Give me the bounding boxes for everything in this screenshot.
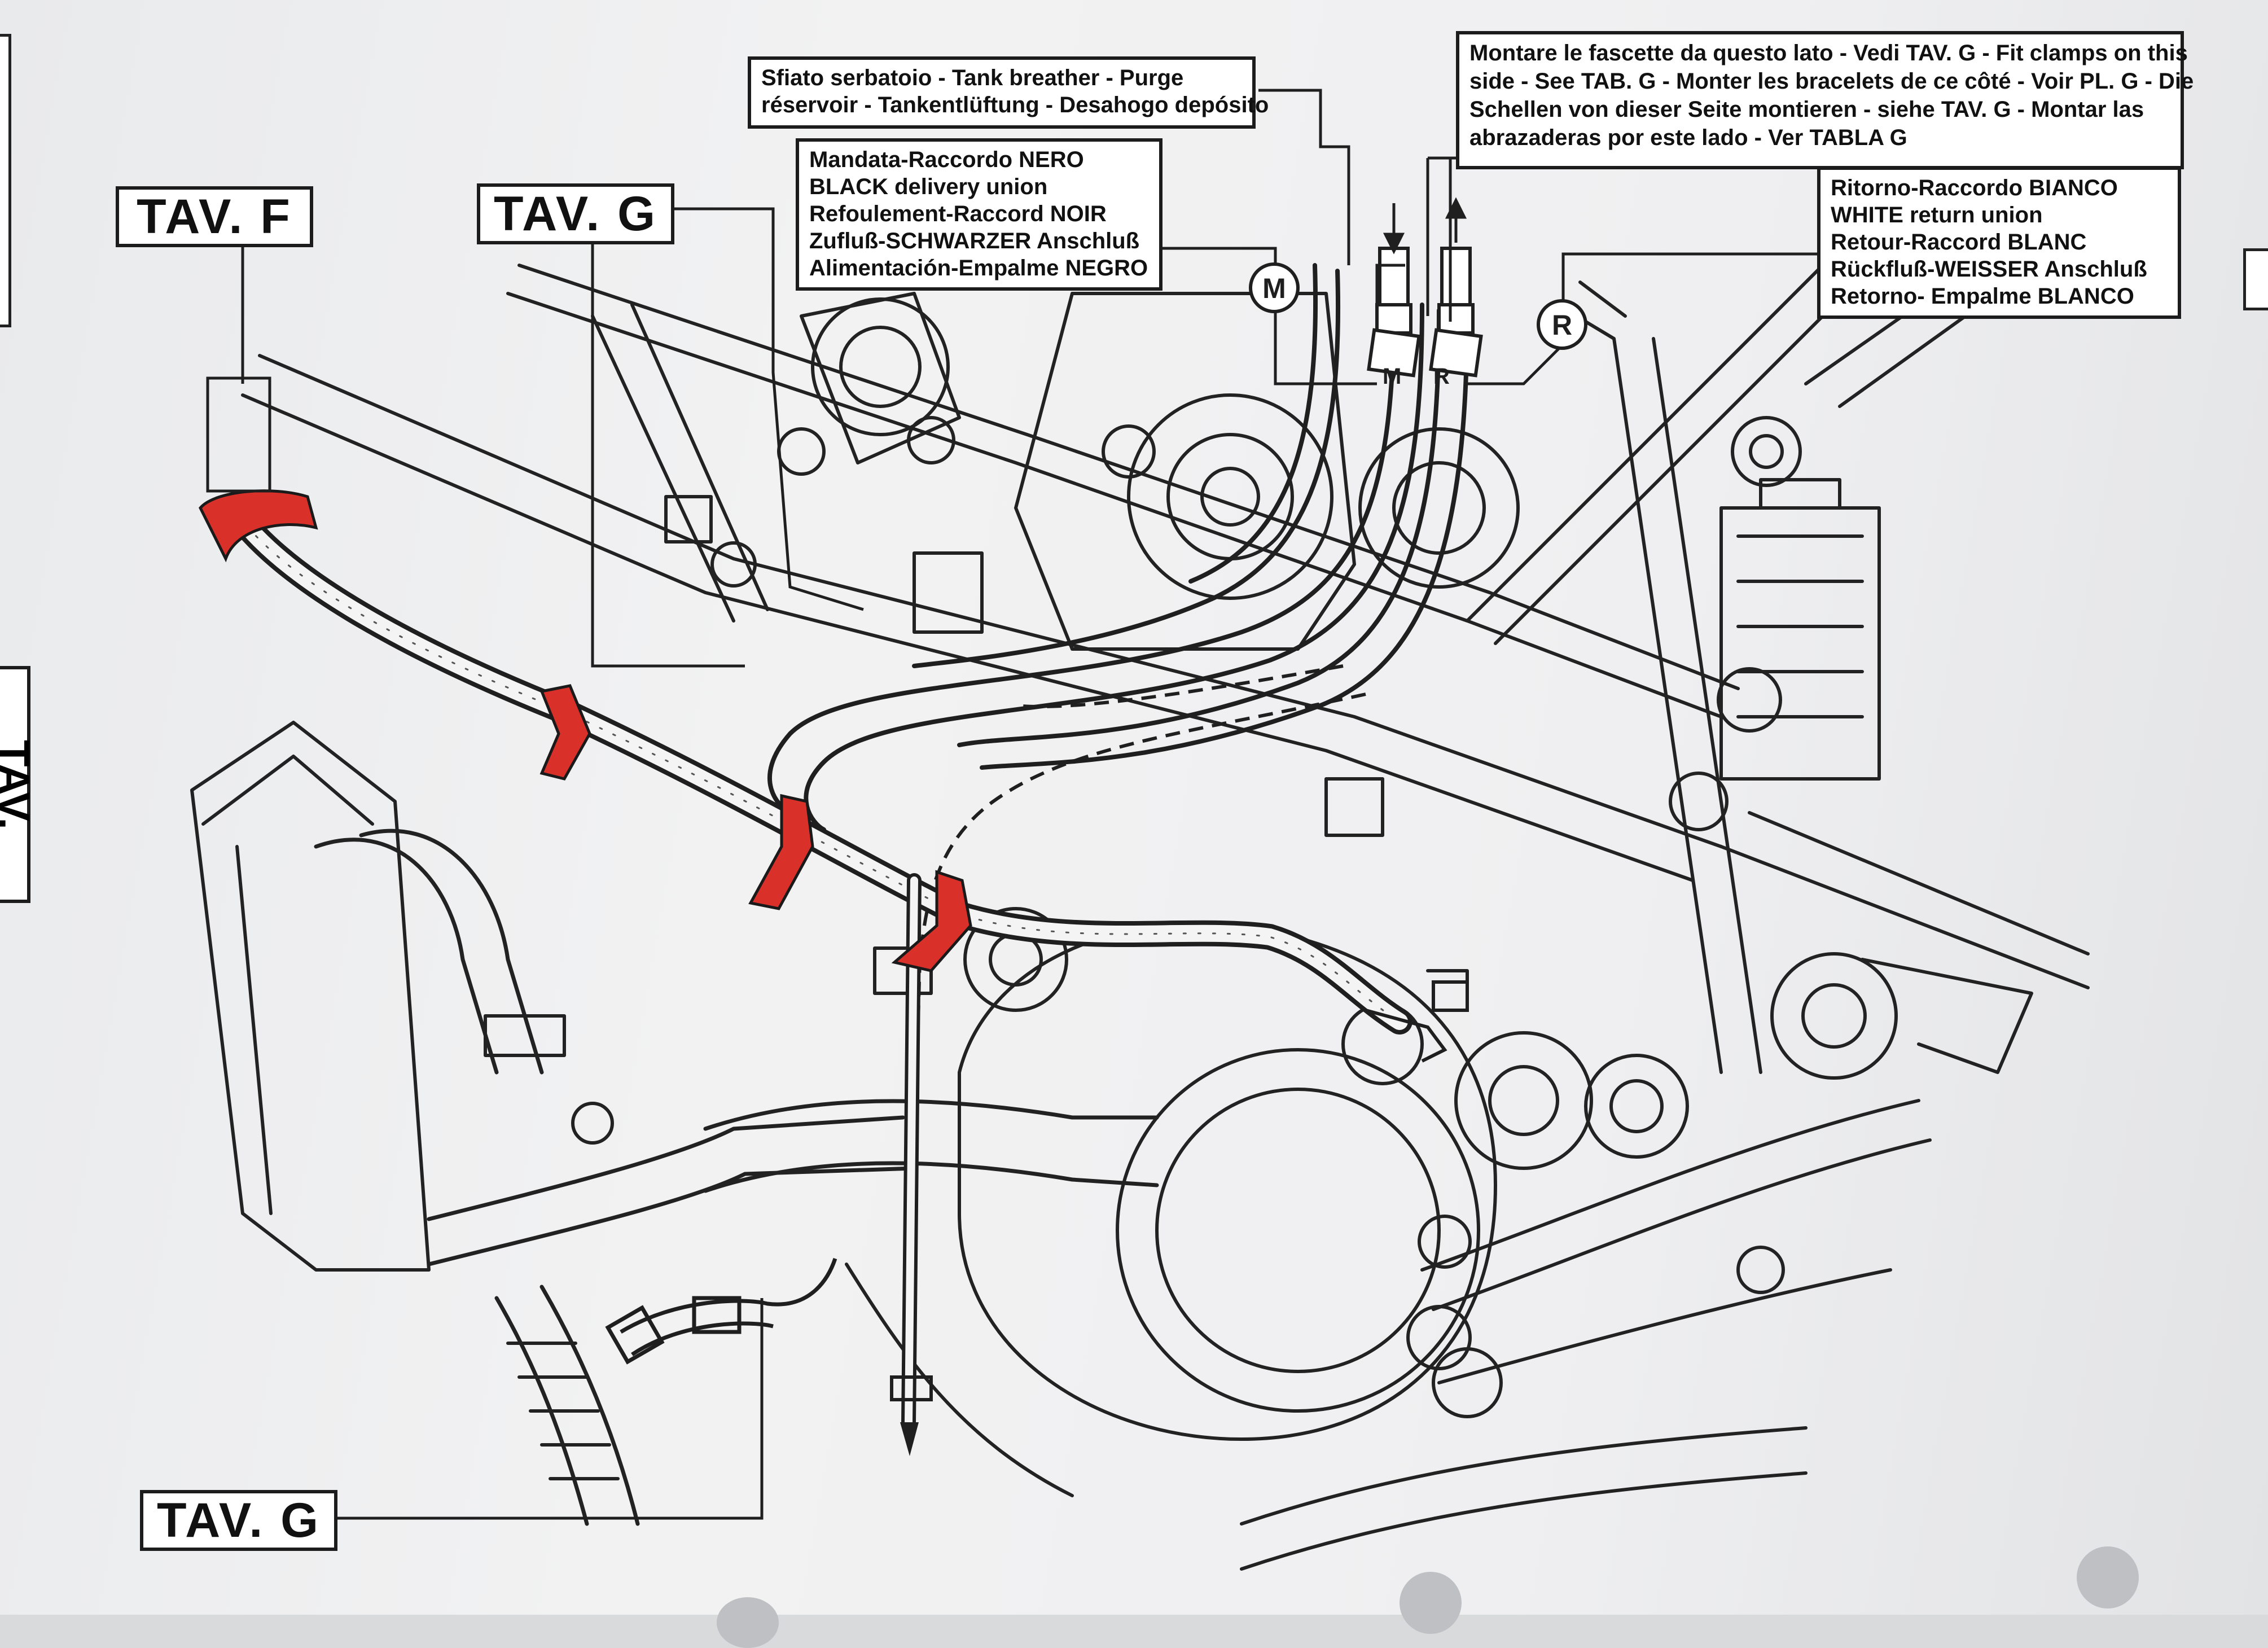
frame-tube-lower	[241, 393, 1695, 882]
leader-tank-breather	[1258, 89, 1350, 265]
leader-m-circle	[1274, 310, 1377, 385]
marker-m: M	[1249, 262, 1300, 313]
delivery-union-line-3: Refoulement-Raccord NOIR	[809, 201, 1107, 226]
marker-r: R	[1537, 299, 1587, 350]
hose-m-mark: M	[1383, 364, 1401, 389]
tav-g-bottom-label: TAV. G	[140, 1490, 337, 1551]
fit-clamps-line-1: Montare le fascette da questo lato - Ved…	[1469, 41, 2188, 65]
binder-hole-3	[2077, 1546, 2139, 1608]
top-left-edge-mark	[0, 34, 11, 327]
tank-breather-note: Sfiato serbatoio - Tank breather - Purge…	[748, 56, 1269, 129]
tank-breather-line-1: Sfiato serbatoio - Tank breather - Purge	[761, 65, 1184, 90]
delivery-union-line-5: Alimentación-Empalme NEGRO	[809, 256, 1148, 280]
leader-tav-g-bottom	[327, 1298, 764, 1520]
return-union-line-4: Rückfluß-WEISSER Anschluß	[1831, 257, 2147, 282]
binder-hole-1	[717, 1597, 779, 1648]
binder-hole-2	[1400, 1572, 1462, 1634]
fit-clamps-note: Montare le fascette da questo lato - Ved…	[1456, 31, 2194, 169]
clamp-2	[539, 684, 591, 781]
radiator-outline	[190, 721, 431, 1272]
clamp-3	[748, 794, 814, 910]
fit-clamps-line-3: Schellen von dieser Seite montieren - si…	[1469, 97, 2144, 122]
tav-g-bottom-text: TAV. G	[156, 1493, 321, 1548]
red-clamps	[199, 489, 972, 972]
fitting-m-nut	[1378, 247, 1410, 306]
tav-g-top-label: TAV. G	[477, 183, 674, 244]
return-union-note: Ritorno-Raccordo BIANCO WHITE return uni…	[1817, 166, 2181, 319]
return-union-line-5: Retorno- Empalme BLANCO	[1831, 284, 2134, 309]
delivery-union-line-4: Zufluß-SCHWARZER Anschluß	[809, 229, 1140, 253]
delivery-union-note: Mandata-Raccordo NERO BLACK delivery uni…	[796, 138, 1162, 291]
hose-r-mark: R	[1433, 364, 1450, 389]
right-edge-mark	[2243, 248, 2268, 310]
side-tab: TAV.	[0, 666, 39, 903]
fit-clamps-line-4: abrazaderas por este lado - Ver TABLA G	[1469, 125, 1907, 150]
return-union-line-3: Retour-Raccord BLANC	[1831, 230, 2087, 255]
delivery-union-line-1: Mandata-Raccordo NERO	[809, 147, 1084, 172]
tav-f-text: TAV. F	[137, 189, 292, 244]
clamp-4	[891, 870, 972, 972]
tank-breather-line-2: réservoir - Tankentlüftung - Desahogo de…	[761, 93, 1269, 117]
return-union-line-2: WHITE return union	[1831, 203, 2043, 227]
marker-r-text: R	[1552, 309, 1572, 341]
side-tab-text: TAV.	[0, 739, 39, 830]
return-union-line-1: Ritorno-Raccordo BIANCO	[1831, 176, 2118, 200]
fit-clamps-line-2: side - See TAB. G - Monter les bracelets…	[1469, 69, 2194, 94]
delivery-union-line-2: BLACK delivery union	[809, 174, 1048, 199]
tav-f-label: TAV. F	[116, 186, 313, 247]
leader-tav-g-top-1	[591, 243, 745, 668]
leader-tav-g-top-2	[666, 207, 864, 611]
tav-g-top-text: TAV. G	[493, 186, 658, 241]
frame-tube-lower-edge	[258, 354, 1723, 848]
clamp-1	[199, 489, 318, 563]
fitting-r-nut	[1440, 247, 1472, 306]
leader-r-circle	[1467, 343, 1564, 385]
marker-m-text: M	[1262, 273, 1286, 304]
